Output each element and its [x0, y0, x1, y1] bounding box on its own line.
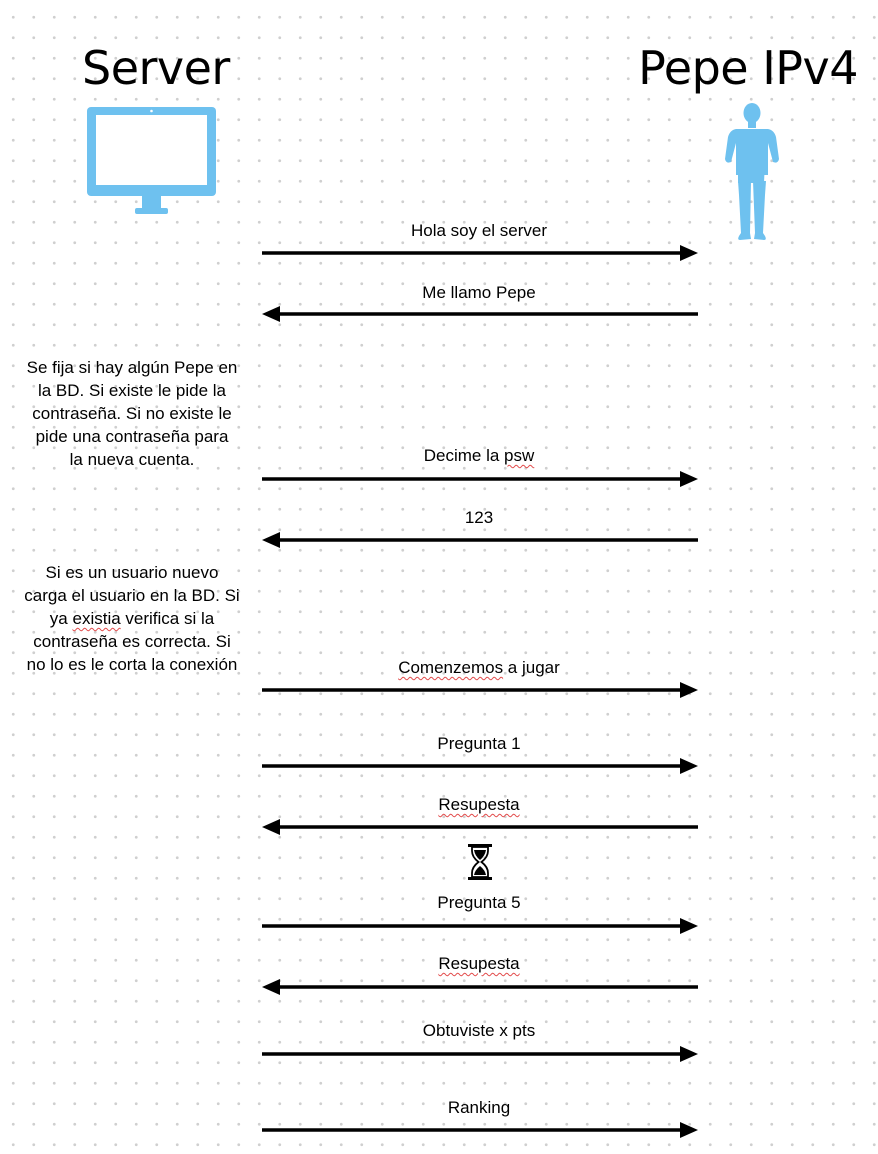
misspelled-word: Comenzemos [398, 658, 504, 677]
arrow-client-to-server [262, 818, 698, 836]
note-line: Se fija si hay algún Pepe en [26, 358, 238, 377]
note-line: Si es un usuario nuevo [45, 563, 219, 582]
misspelled-word: psw [504, 446, 535, 465]
message-label-password-request: Decime la psw [262, 445, 696, 467]
server-note-verify: Si es un usuario nuevo carga el usuario … [12, 561, 252, 676]
arrow-client-to-server [262, 978, 698, 996]
arrow-server-to-client [262, 470, 698, 488]
misspelled-word: existia [72, 609, 121, 628]
note-line: ya existia verifica si la [49, 609, 215, 628]
arrow-client-to-server [262, 305, 698, 323]
note-line: la BD. Si existe le pide la [37, 381, 227, 400]
arrow-server-to-client [262, 917, 698, 935]
message-text: Decime la [423, 446, 505, 465]
client-title: Pepe IPv4 [638, 41, 858, 95]
message-label-greeting: Hola soy el server [410, 221, 548, 240]
message-label-question-5: Pregunta 5 [437, 893, 521, 912]
person-icon [724, 103, 780, 243]
message-label-name: Me llamo Pepe [422, 283, 536, 302]
hourglass-icon [468, 844, 492, 880]
arrow-client-to-server [262, 531, 698, 549]
note-line: la nueva cuenta. [69, 450, 195, 469]
note-line: contraseña. Si no existe le [32, 404, 232, 423]
server-title: Server [82, 41, 230, 95]
message-label-score: Obtuviste x pts [422, 1021, 536, 1040]
server-note-lookup: Se fija si hay algún Pepe en la BD. Si e… [12, 356, 252, 471]
misspelled-word: Resupesta [438, 954, 520, 973]
note-line: contraseña es correcta. Si [33, 632, 231, 651]
message-label-start: Comenzemos a jugar [262, 657, 696, 679]
monitor-icon [86, 106, 217, 216]
message-label-ranking: Ranking [447, 1098, 511, 1117]
arrow-server-to-client [262, 757, 698, 775]
note-line: pide una contraseña para [35, 427, 229, 446]
note-line: carga el usuario en la BD. Si [24, 586, 240, 605]
message-label-question-1: Pregunta 1 [437, 734, 521, 753]
misspelled-word: Resupesta [438, 795, 520, 814]
message-text: a jugar [503, 658, 560, 677]
note-line: no lo es le corta la conexión [26, 655, 238, 674]
arrow-server-to-client [262, 1045, 698, 1063]
message-label-answer-1: Resupesta [262, 794, 696, 816]
arrow-server-to-client [262, 1121, 698, 1139]
message-label-password: 123 [464, 508, 494, 527]
message-label-answer-5: Resupesta [262, 953, 696, 975]
arrow-server-to-client [262, 244, 698, 262]
arrow-server-to-client [262, 681, 698, 699]
